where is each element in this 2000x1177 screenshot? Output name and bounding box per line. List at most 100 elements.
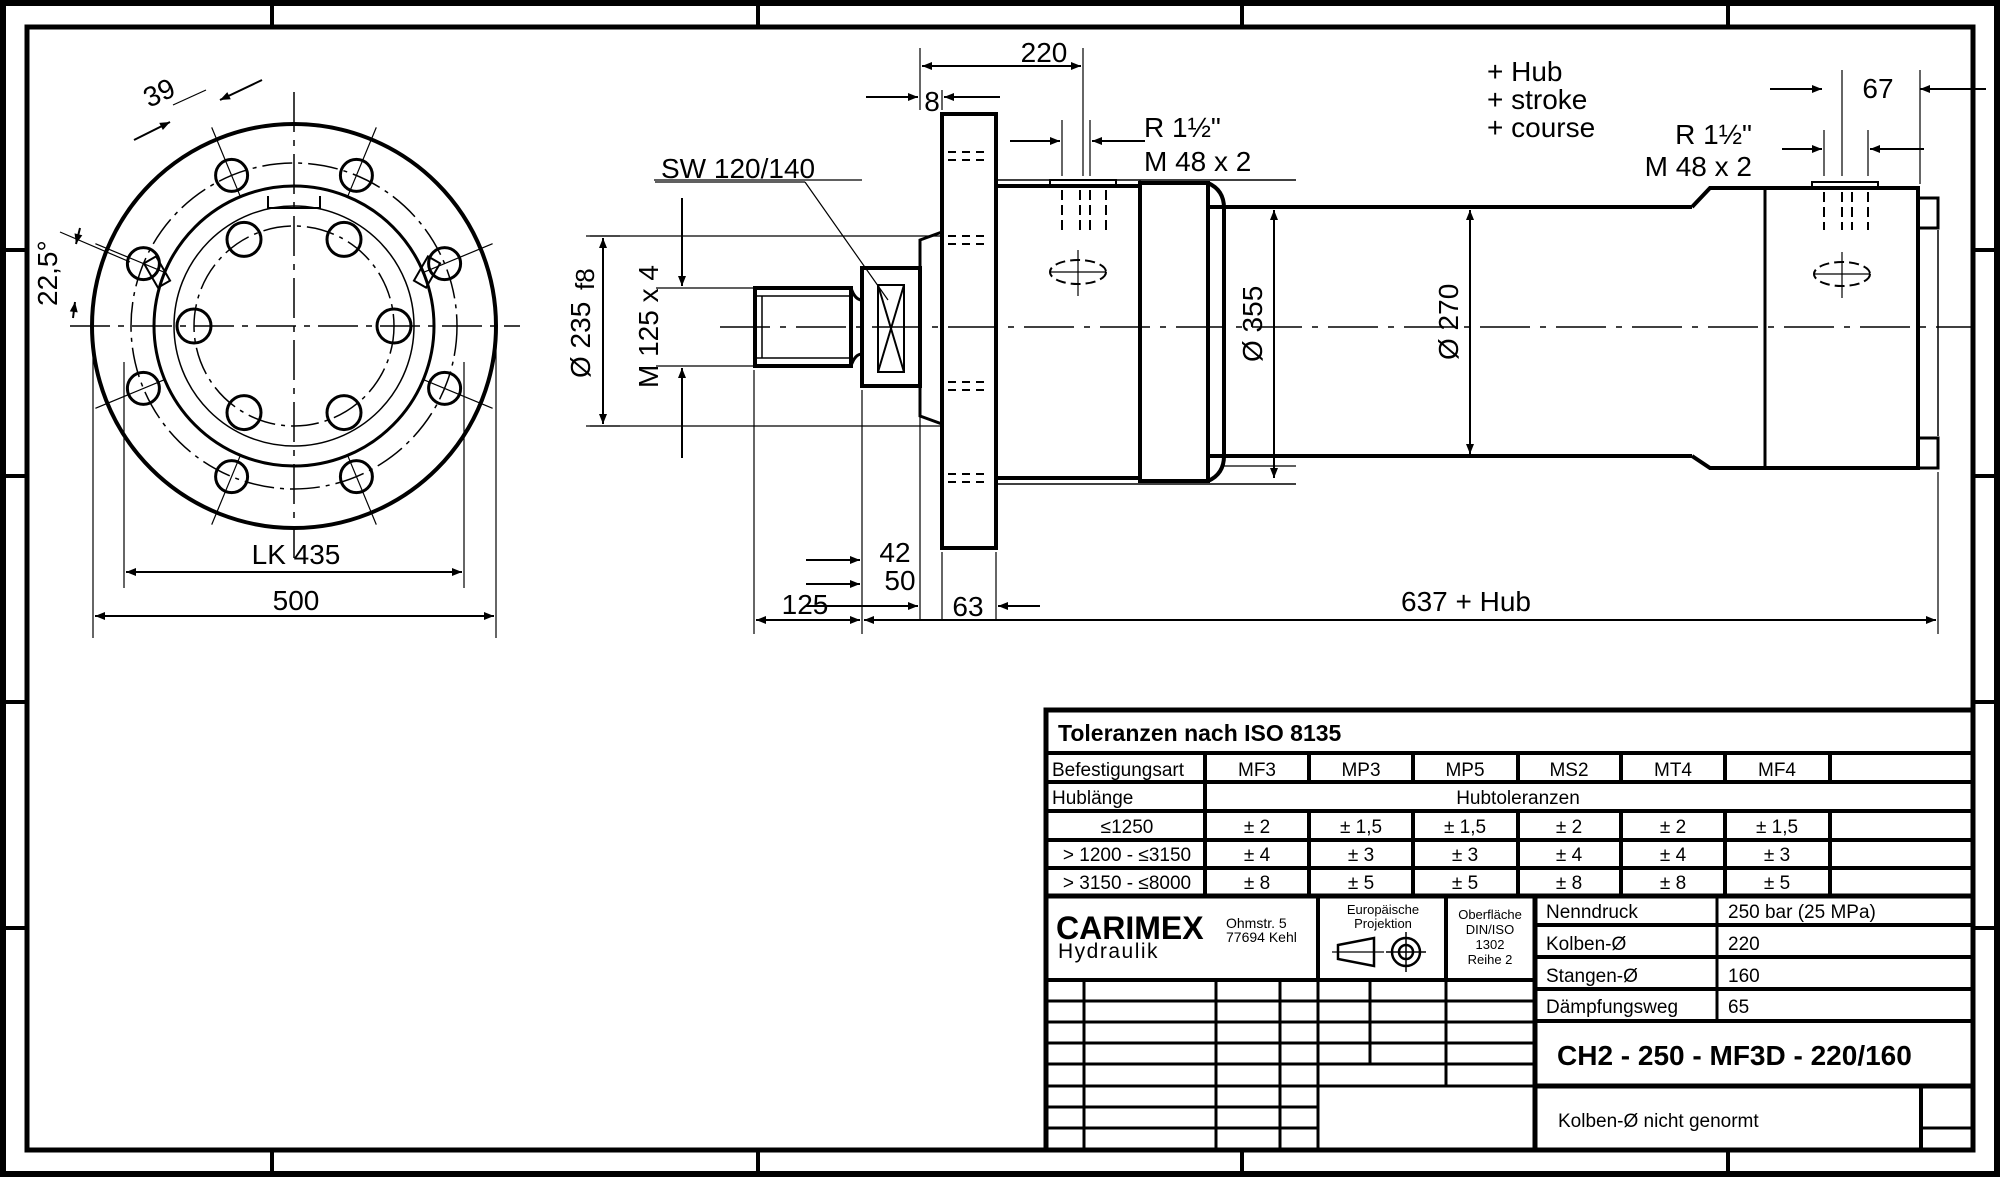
- bolt-hole-centerline: [211, 455, 241, 525]
- spec-value-piston: 220: [1728, 934, 1760, 955]
- cell-r3-mp5: ± 5: [1452, 873, 1478, 894]
- dim-67: 67: [1862, 73, 1893, 104]
- cell-r2-mt4: ± 4: [1660, 845, 1687, 866]
- note-hub: + Hub: [1487, 56, 1563, 87]
- cell-r2-mf3: ± 4: [1244, 845, 1271, 866]
- spec-label-rod: Stangen-Ø: [1546, 966, 1638, 987]
- dim-bolt-circle: LK 435: [252, 539, 341, 570]
- dim-63: 63: [952, 591, 983, 622]
- spec-value-rod: 160: [1728, 966, 1760, 987]
- dim-angle: 22,5°: [32, 240, 63, 306]
- col-mf3: MF3: [1238, 760, 1276, 781]
- spec-label-cushion: Dämpfungsweg: [1546, 997, 1678, 1018]
- spec-value-pressure: 250 bar (25 MPa): [1728, 902, 1876, 923]
- table-title: Toleranzen nach ISO 8135: [1058, 720, 1342, 746]
- note-stroke: + stroke: [1487, 84, 1587, 115]
- outer-bolt-hole: [427, 246, 463, 282]
- remark: Kolben-Ø nicht genormt: [1558, 1111, 1759, 1132]
- spec-value-cushion: 65: [1728, 997, 1749, 1018]
- dim-spigot-diameter: Ø 235: [565, 302, 596, 378]
- label-port-right-r: R 1½": [1675, 119, 1752, 150]
- cell-r3-ms2: ± 8: [1556, 873, 1582, 894]
- bolt-hole-centerline: [95, 379, 165, 409]
- bolt-hole-centerline: [423, 379, 493, 409]
- row-range-3: > 3150 - ≤8000: [1063, 873, 1191, 894]
- label-port-right-m: M 48 x 2: [1645, 151, 1752, 182]
- hub-label: Hublänge: [1052, 788, 1133, 809]
- bolt-hole-centerline: [95, 243, 165, 273]
- cell-r2-ms2: ± 4: [1556, 845, 1583, 866]
- address-line-2: 77694 Kehl: [1226, 929, 1297, 945]
- col-mt4: MT4: [1654, 760, 1692, 781]
- bolt-hole-centerline: [211, 127, 241, 197]
- bolt-hole-centerline: [347, 127, 377, 197]
- cell-r1-mf3: ± 2: [1244, 817, 1270, 838]
- company-name: CARIMEX: [1056, 910, 1204, 946]
- dim-thread: M 125 x 4: [633, 265, 664, 388]
- inner-bolt-hole: [175, 307, 213, 345]
- projection-line-1: Europäische: [1347, 902, 1419, 917]
- col-mp3: MP3: [1341, 760, 1380, 781]
- dim-spigot-tolerance: f8: [570, 268, 600, 290]
- label-port-left-m: M 48 x 2: [1144, 146, 1251, 177]
- inner-bolt-hole: [325, 394, 363, 432]
- col-ms2: MS2: [1549, 760, 1588, 781]
- label-wrench-size: SW 120/140: [661, 153, 815, 184]
- dim-overall-length: 637 + Hub: [1401, 586, 1531, 617]
- surface-line-4: Reihe 2: [1468, 952, 1513, 967]
- outer-bolt-hole: [427, 370, 463, 406]
- projection-line-2: Projektion: [1354, 916, 1412, 931]
- bolt-hole-centerline: [347, 455, 377, 525]
- dim-hole-39: 39: [138, 72, 179, 113]
- label-port-left-r: R 1½": [1144, 112, 1221, 143]
- outer-bolt-hole: [125, 246, 161, 282]
- col-mp5: MP5: [1445, 760, 1484, 781]
- dim-tube-diameter: Ø 355: [1237, 286, 1268, 362]
- cell-r2-mf4: ± 3: [1764, 845, 1790, 866]
- dim-50: 50: [884, 565, 915, 596]
- dim-8: 8: [924, 86, 940, 117]
- cell-r3-mp3: ± 5: [1348, 873, 1374, 894]
- dim-125: 125: [782, 589, 829, 620]
- title-block: CARIMEX Hydraulik Ohmstr. 5 77694 Kehl E…: [1046, 896, 1973, 1150]
- surface-line-2: DIN/ISO: [1466, 922, 1514, 937]
- outer-bolt-hole: [214, 157, 250, 193]
- company-division: Hydraulik: [1058, 940, 1159, 963]
- row-range-2: > 1200 - ≤3150: [1063, 845, 1191, 866]
- note-course: + course: [1487, 112, 1595, 143]
- hub-header: Hubtoleranzen: [1456, 788, 1580, 809]
- inner-bolt-hole: [225, 220, 263, 258]
- cell-r1-ms2: ± 2: [1556, 817, 1582, 838]
- part-number: CH2 - 250 - MF3D - 220/160: [1557, 1040, 1912, 1071]
- cell-r3-mt4: ± 8: [1660, 873, 1686, 894]
- spec-label-piston: Kolben-Ø: [1546, 934, 1626, 955]
- dim-42: 42: [879, 537, 910, 568]
- inner-bolt-hole: [375, 307, 413, 345]
- cell-r1-mf4: ± 1,5: [1756, 817, 1798, 838]
- flange-end-view: 39 22,5° LK 435 500: [32, 72, 520, 638]
- cell-r1-mp3: ± 1,5: [1340, 817, 1382, 838]
- cell-r2-mp5: ± 3: [1452, 845, 1478, 866]
- cell-r3-mf3: ± 8: [1244, 873, 1270, 894]
- inner-bolt-hole: [225, 394, 263, 432]
- row-range-1: ≤1250: [1101, 817, 1154, 838]
- dim-body-diameter: Ø 270: [1433, 284, 1464, 360]
- outer-bolt-hole: [125, 370, 161, 406]
- outer-bolt-hole: [338, 459, 374, 495]
- outer-bolt-hole: [338, 157, 374, 193]
- bolt-hole-centerline: [423, 243, 493, 273]
- outer-bolt-hole: [214, 459, 250, 495]
- dim-220: 220: [1021, 37, 1068, 68]
- cell-r1-mp5: ± 1,5: [1444, 817, 1486, 838]
- address-line-1: Ohmstr. 5: [1226, 915, 1287, 931]
- col-mf4: MF4: [1758, 760, 1796, 781]
- surface-line-1: Oberfläche: [1458, 907, 1522, 922]
- cylinder-side-view: 220 8 SW 120/140 R 1½" M 48 x 2 + Hub + …: [565, 37, 1986, 634]
- surface-line-3: 1302: [1476, 937, 1505, 952]
- dim-outer-diameter: 500: [273, 585, 320, 616]
- cell-r1-mt4: ± 2: [1660, 817, 1686, 838]
- spec-label-pressure: Nenndruck: [1546, 902, 1638, 923]
- cell-r2-mp3: ± 3: [1348, 845, 1374, 866]
